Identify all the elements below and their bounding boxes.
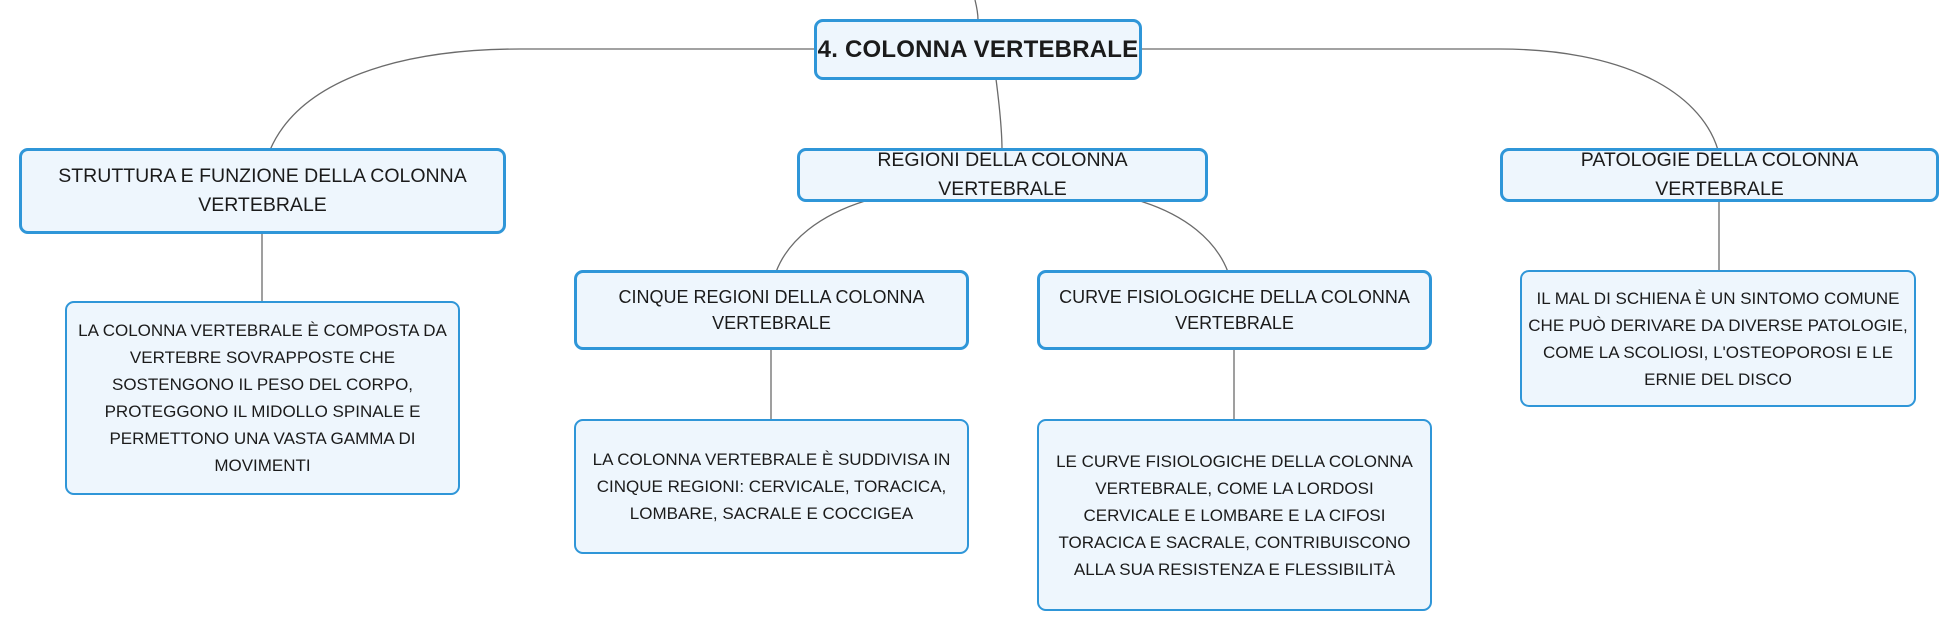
detail-cinque-regioni-text: LA COLONNA VERTEBRALE È SUDDIVISA IN CIN…: [592, 450, 951, 523]
connector-root-to-patologie: [1140, 48, 1719, 151]
topic-struttura-label: STRUTTURA E FUNZIONE DELLA COLONNA VERTE…: [58, 165, 467, 216]
detail-curve-fisiologiche[interactable]: LE CURVE FISIOLOGICHE DELLA COLONNA VERT…: [1037, 419, 1432, 611]
detail-patologie-text: IL MAL DI SCHIENA È UN SINTOMO COMUNE CH…: [1528, 288, 1908, 389]
root-node[interactable]: 4. COLONNA VERTEBRALE: [814, 19, 1142, 80]
root-node-label: 4. COLONNA VERTEBRALE: [817, 35, 1139, 63]
connector-root-to-regioni: [995, 78, 1003, 151]
connector-parent-to-root: [974, 0, 979, 21]
topic-regioni[interactable]: REGIONI DELLA COLONNA VERTEBRALE: [797, 148, 1208, 202]
topic-struttura[interactable]: STRUTTURA E FUNZIONE DELLA COLONNA VERTE…: [19, 148, 506, 234]
connector-regioni-to-cinque: [775, 200, 866, 273]
topic-regioni-label: REGIONI DELLA COLONNA VERTEBRALE: [877, 149, 1128, 200]
topic-patologie[interactable]: PATOLOGIE DELLA COLONNA VERTEBRALE: [1500, 148, 1939, 202]
connector-regioni-to-curve: [1139, 200, 1229, 273]
detail-curve-fisiologiche-text: LE CURVE FISIOLOGICHE DELLA COLONNA VERT…: [1056, 451, 1413, 579]
subtopic-cinque-regioni-label: CINQUE REGIONI DELLA COLONNA VERTEBRALE: [618, 287, 925, 333]
subtopic-curve-fisiologiche-label: CURVE FISIOLOGICHE DELLA COLONNA VERTEBR…: [1059, 287, 1410, 333]
topic-patologie-label: PATOLOGIE DELLA COLONNA VERTEBRALE: [1580, 149, 1859, 200]
detail-struttura-text: LA COLONNA VERTEBRALE È COMPOSTA DA VERT…: [78, 321, 447, 475]
connector-root-to-struttura: [269, 48, 815, 151]
subtopic-curve-fisiologiche[interactable]: CURVE FISIOLOGICHE DELLA COLONNA VERTEBR…: [1037, 270, 1432, 350]
subtopic-cinque-regioni[interactable]: CINQUE REGIONI DELLA COLONNA VERTEBRALE: [574, 270, 969, 350]
detail-patologie[interactable]: IL MAL DI SCHIENA È UN SINTOMO COMUNE CH…: [1520, 270, 1916, 407]
detail-struttura[interactable]: LA COLONNA VERTEBRALE È COMPOSTA DA VERT…: [65, 301, 460, 495]
detail-cinque-regioni[interactable]: LA COLONNA VERTEBRALE È SUDDIVISA IN CIN…: [574, 419, 969, 554]
